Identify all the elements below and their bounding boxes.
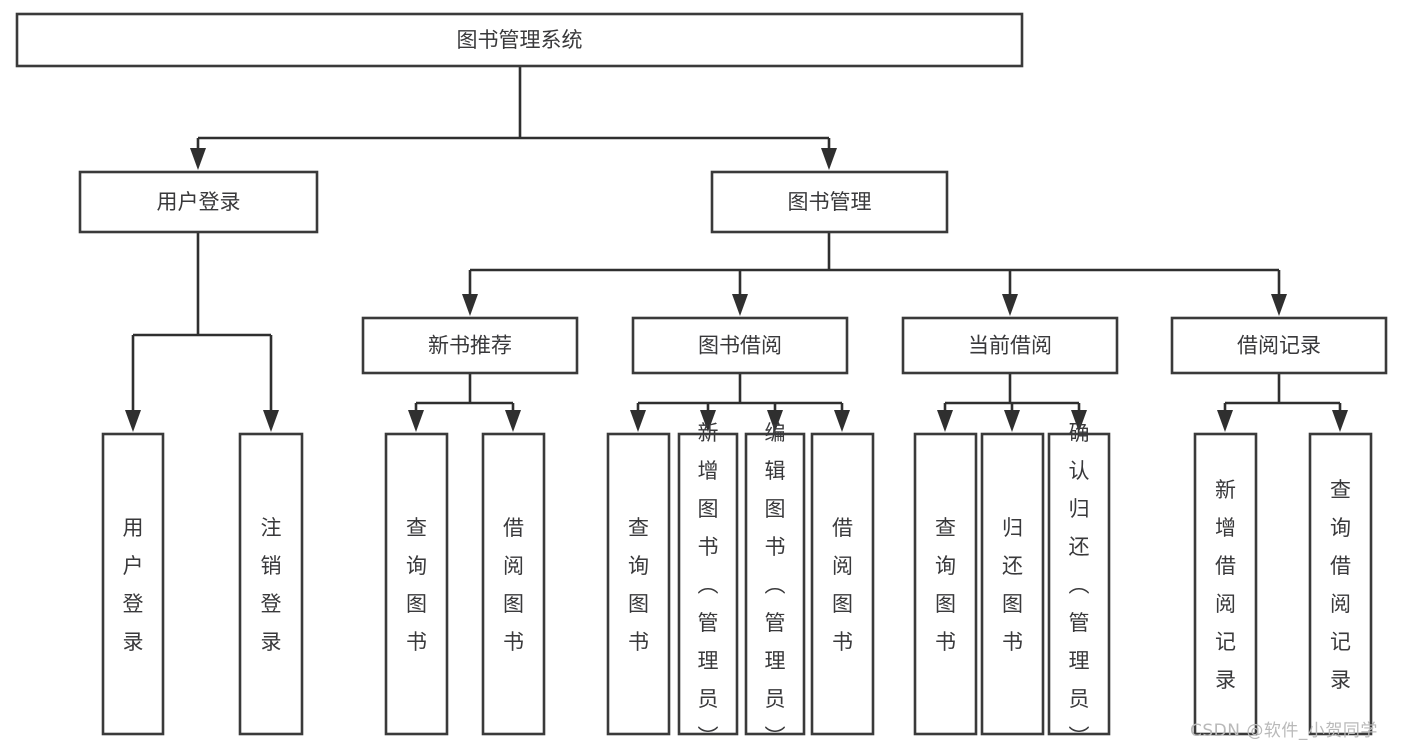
- arrowhead-icon: [125, 410, 141, 432]
- node-leaf-return-book[interactable]: 归还图书: [980, 432, 1045, 736]
- node-book-borrow[interactable]: 图书借阅: [631, 316, 849, 375]
- node-box-leaf-query-record: [1308, 432, 1373, 736]
- node-leaf-query-book-2[interactable]: 查询图书: [606, 432, 671, 736]
- node-box-leaf-query-book-2: [606, 432, 671, 736]
- node-label-leaf-query-book-2: 查询图书: [628, 516, 649, 654]
- node-label-leaf-query-book-3: 查询图书: [935, 516, 956, 654]
- arrowhead-icon: [937, 410, 953, 432]
- node-label-leaf-add-book: 新增图书︵管理员︶: [698, 421, 719, 747]
- node-leaf-add-record[interactable]: 新增借阅记录: [1193, 432, 1258, 736]
- node-box-leaf-query-book-3: [913, 432, 978, 736]
- node-current-borrow[interactable]: 当前借阅: [901, 316, 1119, 375]
- node-leaf-borrow-book-1[interactable]: 借阅图书: [481, 432, 546, 736]
- node-leaf-query-book-1[interactable]: 查询图书: [384, 432, 449, 736]
- node-label-borrow-record: 借阅记录: [1237, 334, 1321, 358]
- node-leaf-add-book[interactable]: 新增图书︵管理员︶: [677, 421, 739, 747]
- arrowhead-icon: [1271, 294, 1287, 316]
- nodes-layer: 图书管理系统用户登录图书管理新书推荐图书借阅当前借阅借阅记录用户登录注销登录查询…: [15, 12, 1388, 747]
- node-leaf-query-record[interactable]: 查询借阅记录: [1308, 432, 1373, 736]
- arrowhead-icon: [1002, 294, 1018, 316]
- node-leaf-edit-book[interactable]: 编辑图书︵管理员︶: [744, 421, 806, 747]
- node-label-leaf-borrow-book-1: 借阅图书: [503, 516, 524, 654]
- node-box-book-manage: [710, 170, 949, 234]
- arrowhead-icon: [408, 410, 424, 432]
- node-label-leaf-confirm-return: 确认归还︵管理员︶: [1069, 421, 1090, 747]
- node-label-leaf-add-record: 新增借阅记录: [1215, 478, 1236, 692]
- connectors-layer: [125, 66, 1348, 432]
- arrowhead-icon: [821, 148, 837, 170]
- arrowhead-icon: [1332, 410, 1348, 432]
- arrowhead-icon: [1217, 410, 1233, 432]
- node-undefined[interactable]: 图书管理系统: [15, 12, 1024, 68]
- arrowhead-icon: [505, 410, 521, 432]
- arrowhead-icon: [462, 294, 478, 316]
- arrowhead-icon: [834, 410, 850, 432]
- node-label-user-login: 用户登录: [157, 190, 241, 214]
- node-box-leaf-query-book-1: [384, 432, 449, 736]
- node-leaf-borrow-book-2[interactable]: 借阅图书: [810, 432, 875, 736]
- arrowhead-icon: [1071, 410, 1087, 432]
- arrowhead-icon: [630, 410, 646, 432]
- arrowhead-icon: [1004, 410, 1020, 432]
- node-label-leaf-query-book-1: 查询图书: [406, 516, 427, 654]
- node-box-undefined: [15, 12, 1024, 68]
- node-book-manage[interactable]: 图书管理: [710, 170, 949, 234]
- node-box-leaf-edit-book: [744, 432, 806, 736]
- node-label-leaf-query-record: 查询借阅记录: [1330, 478, 1351, 692]
- node-label-leaf-user-login: 用户登录: [123, 516, 144, 654]
- node-box-leaf-borrow-book-2: [810, 432, 875, 736]
- node-leaf-user-login[interactable]: 用户登录: [101, 432, 165, 736]
- node-label-leaf-borrow-book-2: 借阅图书: [832, 516, 853, 654]
- node-box-leaf-add-record: [1193, 432, 1258, 736]
- node-box-new-book-recommend: [361, 316, 579, 375]
- node-box-borrow-record: [1170, 316, 1388, 375]
- node-leaf-confirm-return[interactable]: 确认归还︵管理员︶: [1047, 421, 1111, 747]
- node-borrow-record[interactable]: 借阅记录: [1170, 316, 1388, 375]
- node-box-leaf-user-login: [101, 432, 165, 736]
- node-label-undefined: 图书管理系统: [457, 28, 583, 52]
- arrowhead-icon: [732, 294, 748, 316]
- node-label-new-book-recommend: 新书推荐: [428, 334, 512, 358]
- node-label-leaf-user-logout: 注销登录: [261, 516, 282, 654]
- node-leaf-user-logout[interactable]: 注销登录: [238, 432, 304, 736]
- node-box-current-borrow: [901, 316, 1119, 375]
- arrowhead-icon: [190, 148, 206, 170]
- node-label-leaf-return-book: 归还图书: [1002, 516, 1023, 654]
- arrowhead-icon: [263, 410, 279, 432]
- node-box-leaf-return-book: [980, 432, 1045, 736]
- node-user-login[interactable]: 用户登录: [78, 170, 319, 234]
- node-label-leaf-edit-book: 编辑图书︵管理员︶: [765, 421, 786, 747]
- node-box-leaf-borrow-book-1: [481, 432, 546, 736]
- node-leaf-query-book-3[interactable]: 查询图书: [913, 432, 978, 736]
- node-box-leaf-confirm-return: [1047, 432, 1111, 736]
- node-box-leaf-add-book: [677, 432, 739, 736]
- node-box-leaf-user-logout: [238, 432, 304, 736]
- node-label-current-borrow: 当前借阅: [968, 334, 1052, 358]
- node-box-book-borrow: [631, 316, 849, 375]
- node-label-book-borrow: 图书借阅: [698, 334, 782, 358]
- arrowhead-icon: [700, 410, 716, 432]
- arrowhead-icon: [767, 410, 783, 432]
- node-box-user-login: [78, 170, 319, 234]
- node-label-book-manage: 图书管理: [788, 190, 872, 214]
- node-new-book-recommend[interactable]: 新书推荐: [361, 316, 579, 375]
